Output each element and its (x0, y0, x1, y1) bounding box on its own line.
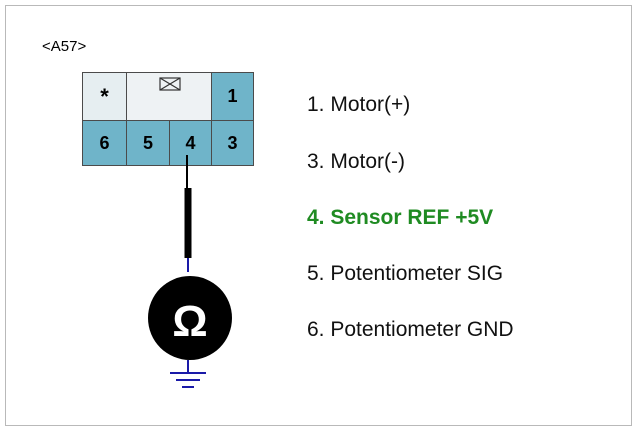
pin-5-label: 5. Potentiometer SIG (307, 262, 504, 285)
pin-1-label: 1. Motor(+) (307, 93, 411, 116)
cell-blocked (126, 72, 212, 121)
blocked-cavity-icon (159, 77, 181, 91)
ohm-symbol: Ω (172, 297, 207, 346)
pin-6-label: 6. Potentiometer GND (307, 318, 514, 341)
cell-4: 4 (169, 120, 212, 166)
ground-icon (170, 372, 206, 388)
pin-3-label: 3. Motor(-) (307, 150, 406, 173)
cell-5: 5 (126, 120, 170, 166)
connector-a57: * 1 6 5 4 3 (82, 72, 254, 166)
ohmmeter-body (148, 276, 232, 360)
pin-4-label: 4. Sensor REF +5V (307, 206, 494, 229)
cell-1: 1 (211, 72, 254, 121)
cell-3: 3 (211, 120, 254, 166)
cell-6: 6 (82, 120, 127, 166)
connector-id: <A57> (42, 38, 87, 55)
pin-legend: 1. Motor(+) 3. Motor(-) 4. Sensor REF +5… (307, 0, 627, 432)
